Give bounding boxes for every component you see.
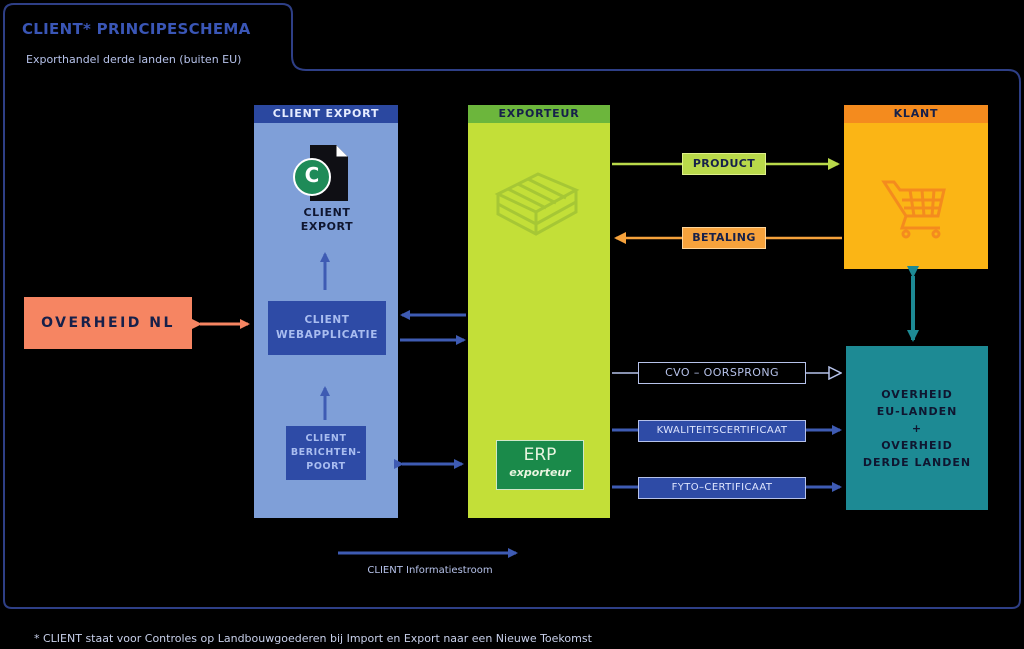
- client-export-header: CLIENT EXPORT: [254, 105, 398, 123]
- overheid-derde-line2: DERDE LANDEN: [862, 455, 972, 469]
- shopping-cart-icon: [881, 180, 946, 239]
- berichten-label-line3: POORT: [306, 461, 346, 472]
- overheid-plus: +: [911, 421, 923, 435]
- cvo-label: CVO – OORSPRONG: [638, 362, 806, 384]
- klant-header: KLANT: [844, 105, 988, 123]
- overheid-eu-derde-landen-box: OVERHEID EU-LANDEN + OVERHEID DERDE LAND…: [846, 346, 988, 510]
- client-export-doc-label-line2: EXPORT: [300, 220, 354, 233]
- product-label: PRODUCT: [682, 153, 766, 175]
- webapp-label-line1: CLIENT: [304, 314, 350, 326]
- page-title: CLIENT* PRINCIPESCHEMA: [22, 20, 251, 38]
- betaling-label: BETALING: [682, 227, 766, 249]
- pallet-icon: [494, 172, 580, 236]
- berichten-label-line2: BERICHTEN-: [290, 447, 362, 458]
- client-export-doc-label-line1: CLIENT: [303, 206, 351, 219]
- webapp-label-line2: WEBAPPLICATIE: [276, 329, 378, 341]
- erp-title: ERP: [523, 445, 557, 465]
- client-berichtenpoort-box: CLIENT BERICHTEN- POORT: [286, 426, 366, 480]
- overheid-eu-line2: EU-LANDEN: [876, 404, 958, 418]
- legend-label: CLIENT Informatiestroom: [367, 565, 493, 576]
- footnote: * CLIENT staat voor Controles op Landbou…: [34, 632, 592, 645]
- client-document-icon: [293, 145, 348, 201]
- overheid-eu-line1: OVERHEID: [881, 387, 953, 401]
- overheid-derde-line1: OVERHEID: [881, 438, 953, 452]
- client-document-icon-letter: C: [304, 163, 320, 187]
- page-subtitle: Exporthandel derde landen (buiten EU): [26, 53, 242, 66]
- overheid-nl-box: OVERHEID NL: [24, 297, 192, 349]
- berichten-label-line1: CLIENT: [305, 433, 347, 444]
- kwaliteitscertificaat-label: KWALITEITSCERTIFICAAT: [638, 420, 806, 442]
- fyto-certificaat-label: FYTO–CERTIFICAAT: [638, 477, 806, 499]
- erp-subtitle: exporteur: [509, 466, 571, 479]
- erp-exporteur-box: ERP exporteur: [496, 440, 584, 490]
- client-webapplicatie-box: CLIENT WEBAPPLICATIE: [268, 301, 386, 355]
- client-export-doc-label: CLIENT EXPORT: [284, 206, 370, 234]
- exporteur-header: EXPORTEUR: [468, 105, 610, 123]
- klant-box: [844, 105, 988, 269]
